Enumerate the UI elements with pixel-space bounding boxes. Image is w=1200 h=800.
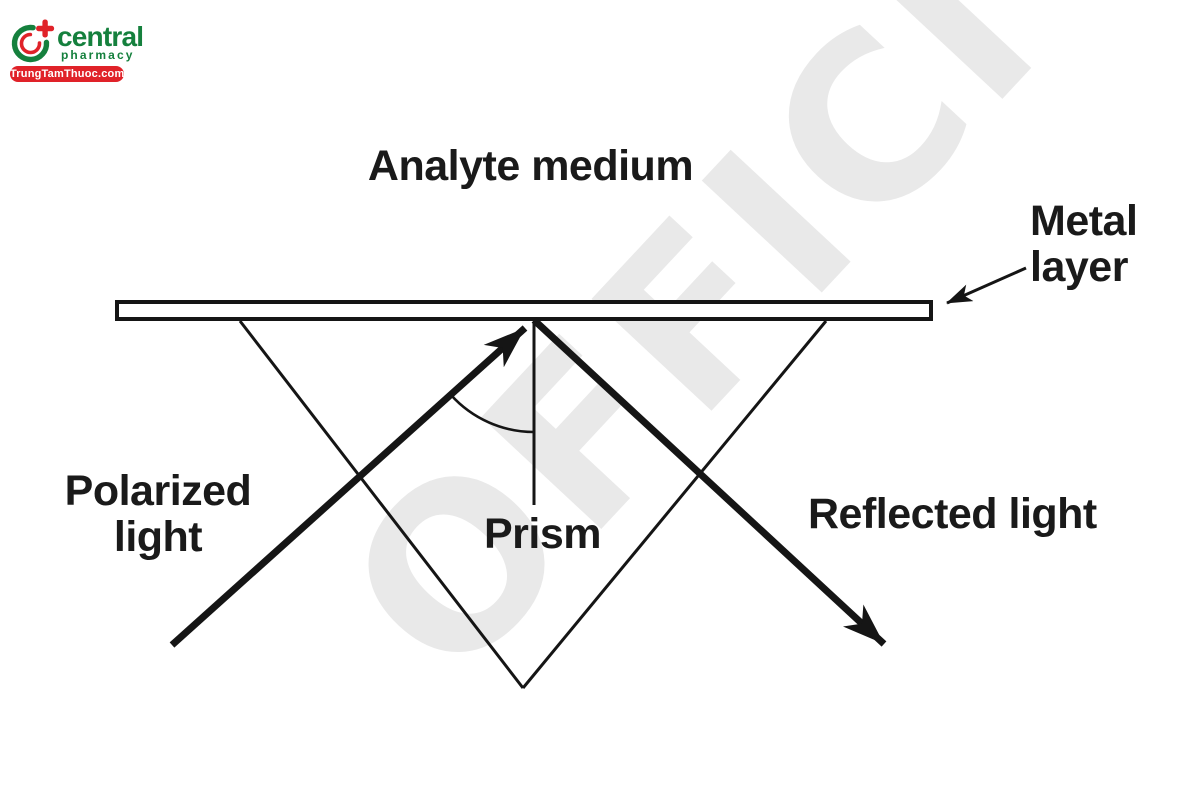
- central-pharmacy-logo: central pharmacy TrungTamThuoc.com: [0, 0, 150, 95]
- logo-outer-arc: [11, 24, 50, 63]
- central-pharmacy-logo-icon: [11, 19, 55, 63]
- prism-left-edge: [238, 320, 525, 689]
- logo-domain-badge: TrungTamThuoc.com: [10, 66, 125, 82]
- logo-tagline-text: pharmacy: [61, 48, 135, 62]
- prism-right-edge: [521, 320, 828, 689]
- label-polarized-light-line2: light: [113, 513, 203, 562]
- metal-layer-pointer-arrow: [946, 266, 1027, 305]
- reflected-ray: [531, 317, 887, 647]
- logo-inner-arc: [19, 32, 42, 55]
- label-analyte-medium: Analyte medium: [367, 142, 694, 190]
- incidence-angle-arc: [450, 394, 535, 434]
- label-metal-layer-line1: Metal: [1030, 197, 1138, 245]
- logo-brand-text: central: [57, 21, 144, 52]
- incident-ray: [169, 325, 528, 648]
- label-prism: Prism: [484, 510, 602, 558]
- logo-plus-icon: [36, 19, 55, 38]
- label-metal-layer: Metal layer: [1030, 197, 1138, 292]
- metal-layer-bar: [115, 300, 933, 321]
- label-polarized-light: Polarized light: [58, 468, 258, 561]
- label-polarized-light-line1: Polarized: [64, 467, 252, 515]
- label-metal-layer-line2: layer: [1030, 243, 1128, 292]
- label-reflected-light: Reflected light: [808, 490, 1097, 538]
